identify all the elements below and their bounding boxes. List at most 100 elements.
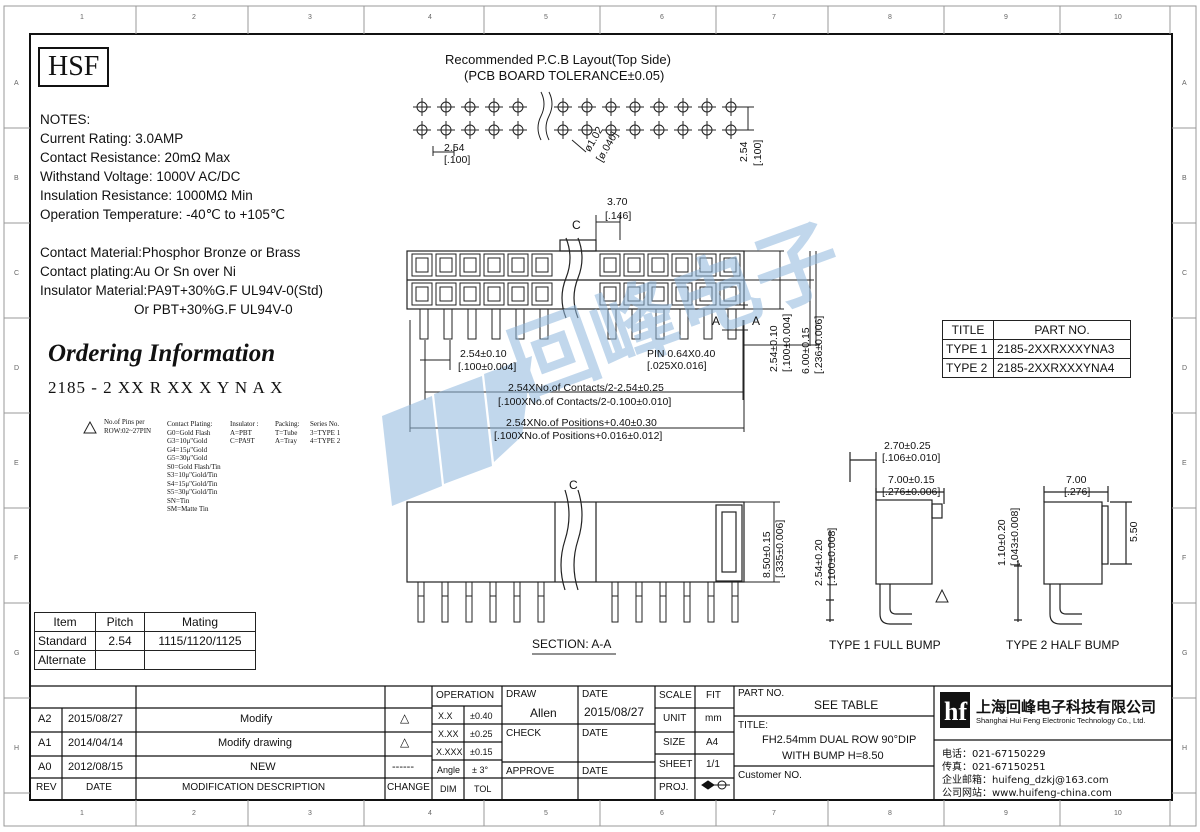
pin: [417, 581, 425, 623]
title-label: TITLE:: [738, 720, 769, 731]
packing-item: A=Tray: [275, 437, 297, 445]
contact-cavity: [507, 282, 529, 306]
table-cell: [95, 650, 145, 670]
pin: [491, 308, 501, 340]
plating-item: G5=30μ"Gold: [167, 454, 208, 462]
plating-list: Contact Plating: G0=Gold Flash G3=10μ"Go…: [167, 420, 221, 514]
svg-text:hf: hf: [944, 697, 967, 726]
frame-index: E: [1182, 460, 1187, 467]
tol-dim: X.X: [438, 711, 453, 721]
dim-h2-in: [.236±0.006]: [813, 315, 825, 374]
series-item: 4=TYPE 2: [310, 437, 341, 445]
contact-cavity: [599, 253, 621, 277]
frame-index: 5: [544, 810, 548, 817]
table-cell: TYPE 2: [942, 358, 994, 378]
projection-icon: [701, 780, 730, 790]
frame-index: 4: [428, 14, 432, 21]
contact-cavity: [459, 282, 481, 306]
tol-dim: Angle: [437, 765, 461, 775]
pin: [679, 308, 689, 340]
unit-label: UNIT: [663, 713, 687, 724]
contact-cavity: [531, 282, 553, 306]
front-c-label: C: [572, 218, 581, 232]
notes-header: NOTES:: [40, 112, 91, 127]
insulator-list: Insulator : A=PBT C=PA9T: [230, 420, 259, 446]
rev-date: 2014/04/14: [68, 737, 124, 749]
section-label: SECTION: A-A: [532, 637, 612, 651]
dim-h1-in: [.100±0.004]: [781, 313, 793, 372]
table-row: Standard 2.54 1115/1120/1125: [34, 631, 256, 651]
t1-dim-a: 2.70±0.25: [884, 440, 931, 452]
t1-dim-a-in: [.106±0.010]: [882, 452, 941, 464]
rev-date: 2015/08/27: [68, 713, 124, 725]
tol-dim: X.XX: [438, 729, 459, 739]
contact-cavity: [647, 282, 669, 306]
tol-value: ±0.25: [470, 729, 493, 739]
pcb-pitch-v: 2.54: [738, 141, 750, 162]
contact-cavity: [483, 282, 505, 306]
pin: [707, 581, 715, 623]
rev-cell: A1: [38, 737, 52, 749]
frame-index: A: [14, 80, 19, 87]
contact-cavity: [695, 253, 717, 277]
note-line: Current Rating: 3.0AMP: [40, 131, 184, 146]
pin: [703, 308, 713, 340]
table-row: TITLE PART NO.: [942, 320, 1131, 340]
plating-item: SM=Matte Tin: [167, 505, 209, 513]
series-list: Series No. 3=TYPE 1 4=TYPE 2: [310, 420, 340, 446]
frame-index: 8: [888, 810, 892, 817]
frame-index: H: [14, 745, 20, 752]
frame-index: 1: [80, 810, 84, 817]
pin-size: PIN 0.64X0.40: [647, 348, 716, 360]
table-row: TYPE 1 2185-2XXRXXXYNA3: [942, 339, 1131, 359]
frame-index: 2: [192, 810, 196, 817]
draw-label: DRAW: [506, 689, 537, 700]
check-date-label: DATE: [582, 728, 608, 739]
rev-cell: A0: [38, 761, 52, 773]
approve-date-label: DATE: [582, 766, 608, 777]
table-header: PART NO.: [993, 320, 1131, 340]
pcb-pitch-h: 2.54: [444, 142, 465, 154]
frame-index: 1: [80, 14, 84, 21]
contact-cavity: [531, 253, 553, 277]
t2-dim-a: 7.00: [1066, 474, 1087, 486]
change-cell: ------: [392, 761, 414, 773]
size-value: A4: [706, 737, 719, 748]
t1-dim-c: 2.54±0.20: [813, 539, 825, 586]
frame-index: E: [14, 460, 19, 467]
packing-list: Packing: T=Tube A=Tray: [275, 420, 300, 446]
a-label: A: [712, 314, 721, 328]
contact-cavity: [435, 253, 457, 277]
pin: [489, 581, 497, 623]
scale-label: SCALE: [659, 690, 692, 701]
table-header: Item: [34, 612, 96, 632]
section-c-label: C: [569, 478, 578, 492]
type2-label: TYPE 2 HALF BUMP: [1006, 638, 1120, 652]
table-cell: Alternate: [34, 650, 96, 670]
plating-title: Contact Plating:: [167, 420, 213, 428]
frame-index: D: [1182, 365, 1188, 372]
pin: [683, 581, 691, 623]
contact-cavity: [695, 282, 717, 306]
note-line: Withstand Voltage: 1000V AC/DC: [40, 169, 241, 184]
note-line: Insulation Resistance: 1000MΩ Min: [40, 188, 253, 203]
frame-index: 9: [1004, 810, 1008, 817]
rev-desc: NEW: [250, 761, 276, 773]
frame-index: 3: [308, 810, 312, 817]
pin: [727, 308, 737, 340]
pin: [513, 581, 521, 623]
section-a-a: [406, 489, 745, 591]
type1-side-view: [826, 452, 945, 625]
rev-cell: A2: [38, 713, 52, 725]
change-icon: △: [400, 711, 410, 725]
drawing-border: [29, 33, 1173, 801]
dim-370: 3.70: [607, 196, 628, 208]
contact-cavity: [507, 253, 529, 277]
dim-footer: DIM: [440, 784, 457, 794]
contact-cavity: [671, 282, 693, 306]
partno-label: PART NO.: [738, 688, 785, 699]
a-label-2: A: [752, 314, 761, 328]
dim-370-in: [.146]: [605, 210, 632, 222]
t2-dim-c-in: [.043±0.008]: [1009, 507, 1021, 566]
contact-cavity: [671, 253, 693, 277]
